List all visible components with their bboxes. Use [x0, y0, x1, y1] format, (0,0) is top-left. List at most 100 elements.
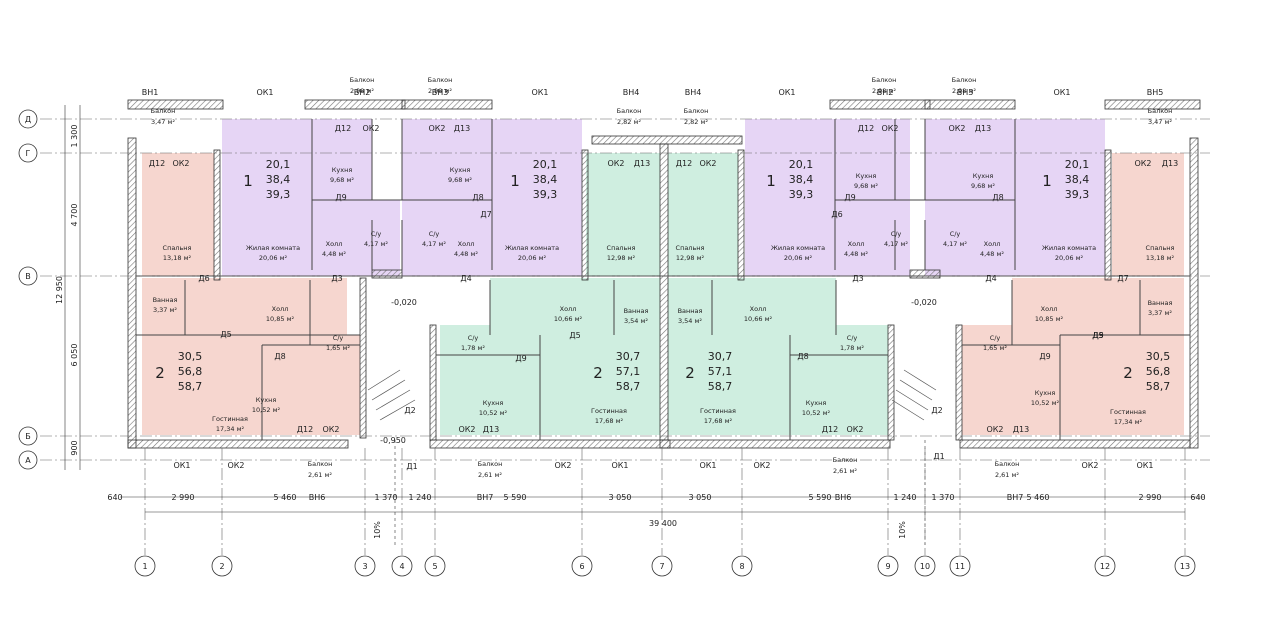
- apartment-fill-1a-hall: [305, 200, 400, 276]
- dim-bottom-4: 1 370: [375, 493, 398, 502]
- apartment-fill-2a-bed: [142, 153, 214, 276]
- mark-53: Д9: [844, 193, 855, 202]
- mark-24: Д13: [1013, 425, 1029, 434]
- mark-35: Д9: [515, 354, 526, 363]
- mark-51: Д9: [335, 193, 346, 202]
- axis-number-9: 9: [885, 562, 890, 571]
- dim-bottom-11: 1 370: [932, 493, 955, 502]
- axis-number-13-bubble: [1174, 555, 1196, 577]
- dimension-lines: [64, 105, 1205, 513]
- room-area-23: 1,65 м²: [326, 344, 350, 352]
- apartment-fill-2b-low: [440, 325, 660, 435]
- dim-bottom-3: 5 460: [274, 493, 297, 502]
- total-dimension: 39 400: [649, 519, 677, 528]
- room-area-12: 20,06 м²: [784, 254, 813, 262]
- bottom-mark-12: ОК1: [1136, 461, 1153, 470]
- mark-16: Д13: [1162, 159, 1178, 168]
- axis-marker-1-bubble: [18, 109, 38, 129]
- mark-46: -0,020: [391, 298, 417, 307]
- apartment-fill-2b-bed: [586, 153, 660, 276]
- mark-48: -0,950: [380, 436, 406, 445]
- apartment-rooms-5: 2: [155, 364, 165, 382]
- apartment-total-area-5: 58,7: [178, 380, 203, 393]
- room-area-33: 1,78 м²: [840, 344, 864, 352]
- apartment-total-area-4: 39,3: [1065, 188, 1090, 201]
- mark-25: Д3: [331, 274, 342, 283]
- room-area-15: 4,17 м²: [884, 240, 908, 248]
- axis-number-6: 6: [579, 562, 584, 571]
- balcony-label-5: Балкон: [684, 107, 709, 115]
- apartment-area-8: 56,8: [1146, 365, 1171, 378]
- apartment-fill-2a-low: [142, 335, 360, 435]
- mark-42: Д2: [404, 406, 415, 415]
- bottom-mark-9: ВН6: [835, 493, 852, 502]
- balcony-label-9: Балкон: [308, 460, 333, 468]
- balcony-area-11: 2,61 м²: [833, 467, 857, 475]
- balcony-label-4: Балкон: [617, 107, 642, 115]
- axis-number-10: 10: [920, 562, 930, 571]
- top-mark-11: ОК1: [1053, 88, 1070, 97]
- apartment-living-area-3: 20,1: [789, 158, 814, 171]
- apartment-living-area-6: 30,7: [616, 350, 641, 363]
- room-name-14: Холл: [848, 240, 865, 248]
- apartment-total-area-8: 58,7: [1146, 380, 1171, 393]
- room-name-24: Кухня: [256, 396, 277, 404]
- top-mark-10: ВН3: [957, 88, 974, 97]
- axis-number-3: 3: [362, 562, 367, 571]
- apartment-total-area-7: 58,7: [708, 380, 733, 393]
- apartment-area-5: 56,8: [178, 365, 203, 378]
- room-area-6: 4,17 м²: [422, 240, 446, 248]
- mark-12: ОК2: [881, 124, 898, 133]
- mark-7: ОК2: [607, 159, 624, 168]
- room-area-2: 20,06 м²: [259, 254, 288, 262]
- room-name-15: С/у: [891, 230, 902, 238]
- axis-marker-3-bubble: [18, 266, 38, 286]
- mark-34: Д8: [274, 352, 285, 361]
- balcony-label-10: Балкон: [478, 460, 503, 468]
- room-area-40: 17,34 м²: [1114, 418, 1143, 426]
- room-name-4: Холл: [326, 240, 343, 248]
- mark-47: -0,020: [911, 298, 937, 307]
- dim-bottom-7: 3 050: [609, 493, 632, 502]
- room-name-29: Кухня: [483, 399, 504, 407]
- balcony-area-1: 3,47 м²: [151, 118, 175, 126]
- room-area-32: 10,66 м²: [744, 315, 773, 323]
- room-name-8: Холл: [458, 240, 475, 248]
- top-mark-8: ОК1: [778, 88, 795, 97]
- room-name-7: Кухня: [450, 166, 471, 174]
- room-area-9: 20,06 м²: [518, 254, 547, 262]
- room-name-20: Спальня: [1146, 244, 1175, 252]
- balcony-area-8: 3,47 м²: [1148, 118, 1172, 126]
- bottom-mark-3: ВН6: [309, 493, 326, 502]
- dim-bottom-9: 5 590: [809, 493, 832, 502]
- axis-number-5-bubble: [424, 555, 446, 577]
- top-mark-4: ВН3: [432, 88, 449, 97]
- apartment-fill-1c: [745, 119, 910, 276]
- room-name-40: Гостинная: [1110, 408, 1146, 416]
- apartment-rooms-6: 2: [593, 364, 603, 382]
- room-area-10: 12,98 м²: [607, 254, 636, 262]
- apartment-living-area-7: 30,7: [708, 350, 733, 363]
- axis-number-2-bubble: [211, 555, 233, 577]
- balcony-area-10: 2,61 м²: [478, 471, 502, 479]
- mark-6: Д13: [454, 124, 470, 133]
- bottom-mark-7: ОК1: [699, 461, 716, 470]
- room-name-17: Кухня: [973, 172, 994, 180]
- mark-44: Д2: [931, 406, 942, 415]
- balcony-area-7: 2,98 м²: [952, 87, 976, 95]
- balcony-label-8: Балкон: [1148, 107, 1173, 115]
- dim-bottom-1: 640: [107, 493, 122, 502]
- room-name-28: Ванная: [624, 307, 649, 315]
- dim-left-4: 6 050: [70, 344, 79, 367]
- balcony-area-6: 2,98 м²: [872, 87, 896, 95]
- axis-number-7: 7: [659, 562, 664, 571]
- mark-33: Д5: [220, 330, 231, 339]
- dim-left-3: 12 950: [55, 276, 64, 304]
- mark-8: Д13: [634, 159, 650, 168]
- axis-marker-4-bubble: [18, 426, 38, 446]
- mark-43: Д1: [406, 462, 417, 471]
- room-area-19: 20,06 м²: [1055, 254, 1084, 262]
- dim-left-5: 900: [70, 440, 79, 455]
- mark-5: ОК2: [428, 124, 445, 133]
- apartment-rooms-7: 2: [685, 364, 695, 382]
